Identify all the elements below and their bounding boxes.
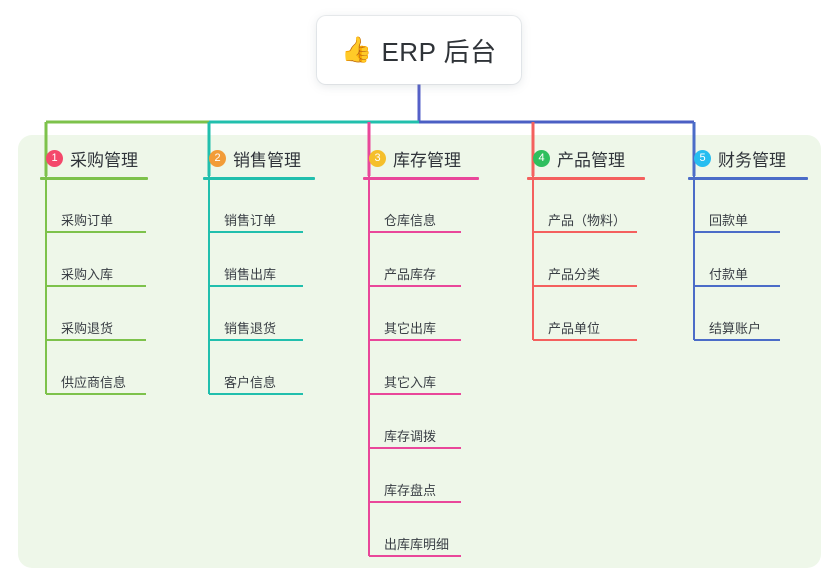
column-header-2[interactable]: 2 销售管理 — [203, 147, 315, 170]
list-item-label: 回款单 — [709, 213, 749, 228]
root-node-title: ERP 后台 — [381, 36, 497, 67]
list-item[interactable]: 出库库明细 — [369, 529, 461, 556]
list-item[interactable]: 销售退货 — [209, 313, 303, 340]
column-1: 1 采购管理 — [40, 147, 148, 180]
list-item[interactable]: 仓库信息 — [369, 205, 461, 232]
list-item-label: 供应商信息 — [61, 375, 127, 390]
list-item[interactable]: 销售订单 — [209, 205, 303, 232]
column-header-1[interactable]: 1 采购管理 — [40, 147, 148, 170]
list-item[interactable]: 产品单位 — [533, 313, 637, 340]
column-header-3[interactable]: 3 库存管理 — [363, 147, 479, 170]
list-item-label: 产品单位 — [548, 321, 601, 336]
column-header-underline — [527, 177, 645, 180]
column-number-badge: 5 — [694, 149, 711, 167]
list-item-label: 销售订单 — [224, 213, 277, 228]
column-title: 产品管理 — [557, 150, 625, 170]
list-item[interactable]: 采购订单 — [46, 205, 146, 232]
list-item-label: 销售退货 — [224, 321, 277, 336]
list-item-label: 销售出库 — [224, 267, 277, 282]
list-item[interactable]: 结算账户 — [694, 313, 780, 340]
column-number-badge: 2 — [209, 149, 226, 167]
list-item-label: 结算账户 — [709, 321, 762, 336]
list-item[interactable]: 回款单 — [694, 205, 780, 232]
column-header-underline — [40, 177, 148, 180]
column-3: 3 库存管理 — [363, 147, 479, 180]
column-header-4[interactable]: 4 产品管理 — [527, 147, 645, 170]
list-item[interactable]: 采购入库 — [46, 259, 146, 286]
list-item[interactable]: 产品库存 — [369, 259, 461, 286]
column-header-underline — [688, 177, 808, 180]
list-item-label: 库存调拨 — [384, 429, 437, 444]
column-number-badge: 4 — [533, 149, 550, 167]
list-item-label: 采购订单 — [61, 213, 114, 228]
column-5: 5 财务管理 — [688, 147, 808, 180]
column-4: 4 产品管理 — [527, 147, 645, 180]
list-item-label: 产品库存 — [384, 267, 437, 282]
column-header-underline — [203, 177, 315, 180]
column-title: 采购管理 — [70, 150, 138, 170]
list-item-label: 其它出库 — [384, 321, 437, 336]
list-item-label: 仓库信息 — [384, 213, 437, 228]
thumbs-up-icon: 👍 — [341, 35, 373, 64]
list-item-label: 其它入库 — [384, 375, 437, 390]
list-item-label: 库存盘点 — [384, 483, 437, 498]
list-item[interactable]: 产品（物料） — [533, 205, 637, 232]
list-item[interactable]: 采购退货 — [46, 313, 146, 340]
list-item[interactable]: 库存调拨 — [369, 421, 461, 448]
column-number-badge: 1 — [46, 149, 63, 167]
list-item-label: 付款单 — [709, 267, 749, 282]
list-item-label: 出库库明细 — [384, 537, 450, 552]
list-item[interactable]: 库存盘点 — [369, 475, 461, 502]
column-header-underline — [363, 177, 479, 180]
list-item[interactable]: 其它入库 — [369, 367, 461, 394]
column-title: 销售管理 — [233, 150, 301, 170]
column-title: 库存管理 — [393, 150, 461, 170]
diagram-panel-background — [18, 135, 821, 568]
list-item-label: 客户信息 — [224, 375, 277, 390]
list-item[interactable]: 销售出库 — [209, 259, 303, 286]
list-item[interactable]: 客户信息 — [209, 367, 303, 394]
column-number-badge: 3 — [369, 149, 386, 167]
column-title: 财务管理 — [718, 150, 786, 170]
root-node[interactable]: 👍 ERP 后台 — [317, 16, 521, 84]
column-header-5[interactable]: 5 财务管理 — [688, 147, 808, 170]
list-item[interactable]: 其它出库 — [369, 313, 461, 340]
list-item-label: 采购入库 — [61, 267, 114, 282]
list-item[interactable]: 付款单 — [694, 259, 780, 286]
list-item-label: 产品（物料） — [548, 213, 627, 228]
column-2: 2 销售管理 — [203, 147, 315, 180]
list-item[interactable]: 产品分类 — [533, 259, 637, 286]
list-item-label: 产品分类 — [548, 267, 601, 282]
list-item-label: 采购退货 — [61, 321, 114, 336]
list-item[interactable]: 供应商信息 — [46, 367, 146, 394]
